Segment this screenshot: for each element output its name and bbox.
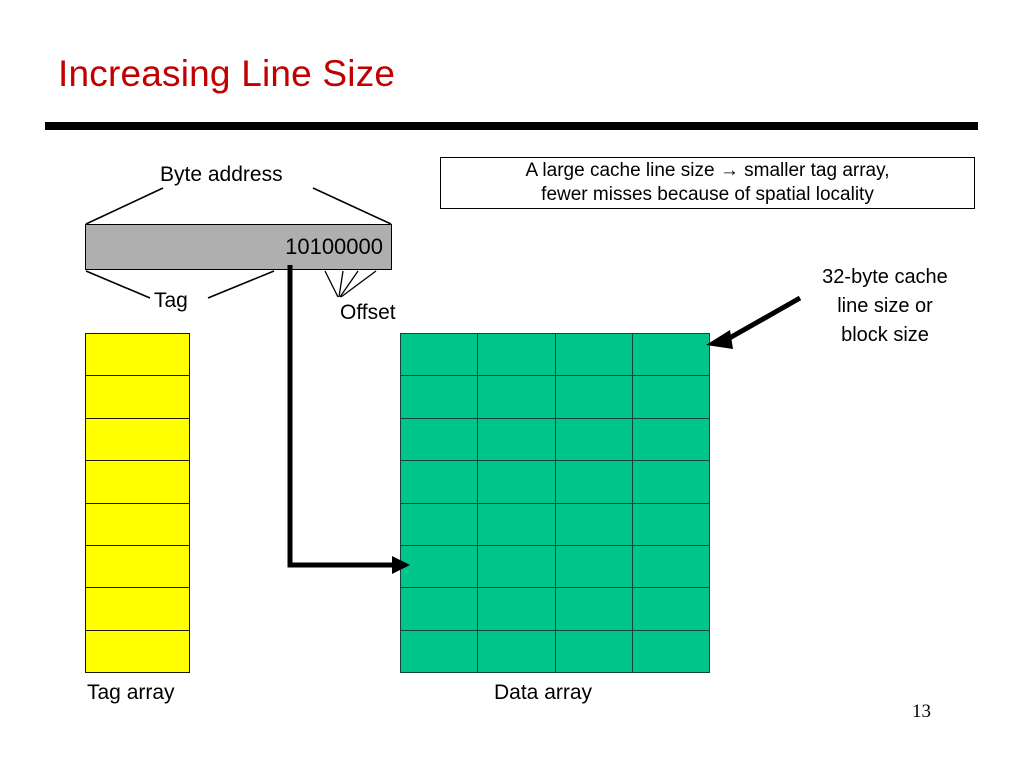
data-array-cell — [554, 502, 633, 546]
tag-array-cell — [85, 544, 190, 589]
data-array-cell — [477, 333, 556, 377]
byte-address-label: Byte address — [160, 163, 283, 186]
data-array-row — [400, 417, 710, 462]
tag-array-cell — [85, 629, 190, 673]
data-array-cell — [400, 544, 479, 589]
data-array-row — [400, 629, 710, 673]
data-array-row — [400, 544, 710, 589]
data-array-cell — [554, 417, 633, 462]
data-array-cell — [400, 587, 479, 631]
callout-line-1: A large cache line size → smaller tag ar… — [525, 160, 890, 181]
callout-line-2: fewer misses because of spatial locality — [541, 184, 874, 205]
data-array-cell — [400, 502, 479, 546]
data-array-cell — [477, 629, 556, 673]
data-array-cell — [477, 587, 556, 631]
data-array-row — [400, 587, 710, 631]
data-array-cell — [631, 502, 710, 546]
data-array — [400, 333, 710, 673]
callout-box: A large cache line size → smaller tag ar… — [440, 157, 975, 209]
data-array-cell — [631, 629, 710, 673]
byte-address-bar: 10100000 — [85, 224, 392, 270]
tag-array-cell — [85, 375, 190, 419]
byte-address-bracket-lines — [85, 187, 392, 225]
data-array-row — [400, 502, 710, 546]
tag-array-cell — [85, 333, 190, 377]
tag-array-caption: Tag array — [87, 681, 175, 704]
tag-array-cell — [85, 502, 190, 546]
title-divider — [45, 122, 978, 130]
data-array-cell — [554, 460, 633, 504]
data-array-cell — [554, 629, 633, 673]
data-array-cell — [477, 417, 556, 462]
data-array-cell — [400, 375, 479, 419]
data-array-cell — [400, 629, 479, 673]
data-array-cell — [400, 333, 479, 377]
data-array-cell — [400, 460, 479, 504]
tag-array-cell — [85, 417, 190, 462]
data-array-cell — [400, 417, 479, 462]
data-array-cell — [631, 587, 710, 631]
block-size-line-3: block size — [841, 324, 929, 346]
block-size-arrow — [706, 295, 802, 349]
data-array-cell — [477, 544, 556, 589]
offset-field-label: Offset — [340, 301, 396, 324]
data-array-row — [400, 333, 710, 377]
data-array-cell — [631, 375, 710, 419]
tag-field-label: Tag — [154, 289, 188, 312]
address-bits-value: 10100000 — [285, 234, 383, 259]
offset-fan-lines — [324, 270, 377, 298]
data-array-cell — [631, 544, 710, 589]
block-size-line-2: line size or — [837, 295, 933, 317]
data-array-row — [400, 375, 710, 419]
tag-array-cell — [85, 460, 190, 504]
data-array-cell — [631, 333, 710, 377]
tag-array-cell — [85, 587, 190, 631]
data-array-cell — [554, 375, 633, 419]
data-array-cell — [477, 502, 556, 546]
data-array-cell — [554, 333, 633, 377]
data-array-row — [400, 460, 710, 504]
data-array-cell — [477, 375, 556, 419]
block-size-line-1: 32-byte cache — [822, 266, 948, 288]
data-array-cell — [554, 544, 633, 589]
data-array-cell — [631, 460, 710, 504]
data-array-cell — [477, 460, 556, 504]
data-array-caption: Data array — [494, 681, 593, 704]
block-size-annotation: 32-byte cache line size or block size — [790, 263, 980, 350]
page-title: Increasing Line Size — [58, 53, 396, 94]
tag-array — [85, 333, 190, 673]
data-array-cell — [631, 417, 710, 462]
page-number: 13 — [912, 701, 931, 722]
data-array-cell — [554, 587, 633, 631]
